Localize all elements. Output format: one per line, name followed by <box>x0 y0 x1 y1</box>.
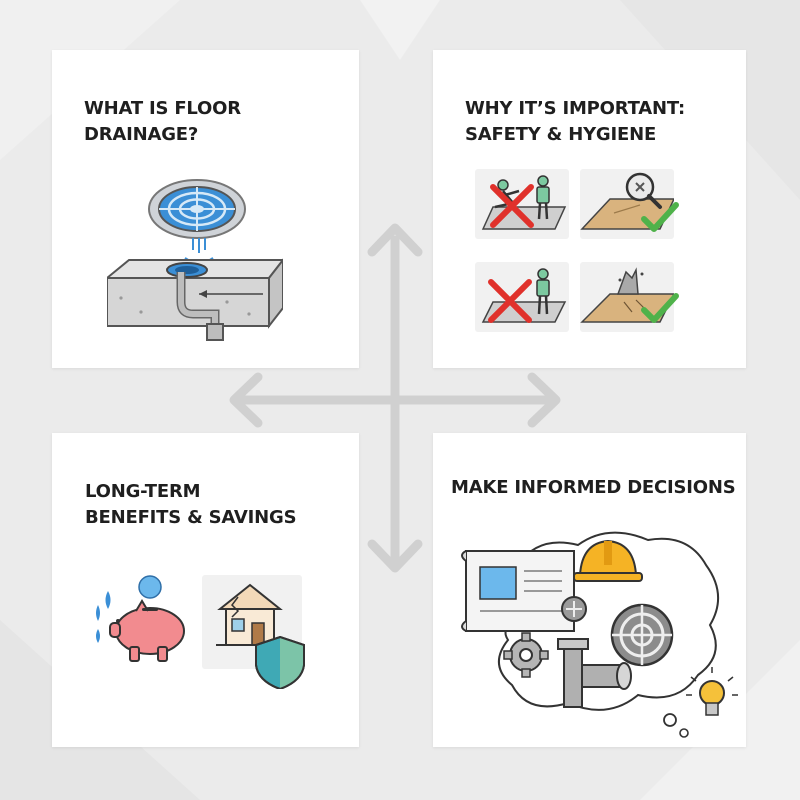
panel-floor-drainage: WHAT IS FLOOR DRAINAGE? <box>52 50 359 368</box>
inspection-magnifier-icon <box>580 172 676 230</box>
check-mark-icon <box>641 293 679 323</box>
panel-benefits-savings: LONG-TERM BENEFITS & SAVINGS <box>52 433 359 747</box>
card-slip-hazard <box>475 169 569 239</box>
check-mark-icon <box>641 202 679 232</box>
card-wet-floor-hazard <box>475 262 569 332</box>
panel-title: LONG-TERM BENEFITS & SAVINGS <box>85 481 297 528</box>
light-bulb-icon <box>686 667 738 716</box>
panel-safety-hygiene: WHY IT’S IMPORTANT: SAFETY & HYGIENE <box>433 50 746 368</box>
gear-icon <box>503 632 549 678</box>
floor-drain-grate-icon <box>148 179 246 239</box>
card-damp-floor <box>580 262 679 332</box>
concrete-slab-drain-pipe-icon <box>107 258 283 341</box>
panel-title: MAKE INFORMED DECISIONS <box>451 477 736 498</box>
pipe-fitting-icon <box>557 638 632 708</box>
house-protection-shield-icon <box>216 583 305 691</box>
piggy-bank-coin-icon <box>96 575 185 662</box>
decisions-illustration <box>461 531 738 738</box>
panel-title: WHY IT’S IMPORTANT: SAFETY & HYGIENE <box>465 98 685 145</box>
card-house-protection <box>202 575 305 691</box>
cross-mark-icon <box>488 279 532 323</box>
hard-hat-icon <box>573 539 643 582</box>
panel-title: WHAT IS FLOOR DRAINAGE? <box>84 98 241 145</box>
blueprint-icon <box>461 550 575 632</box>
drain-grate-icon <box>561 596 674 667</box>
cross-mark-icon <box>490 184 534 228</box>
panel-informed-decisions: MAKE INFORMED DECISIONS <box>433 433 746 747</box>
card-inspection <box>580 169 679 239</box>
